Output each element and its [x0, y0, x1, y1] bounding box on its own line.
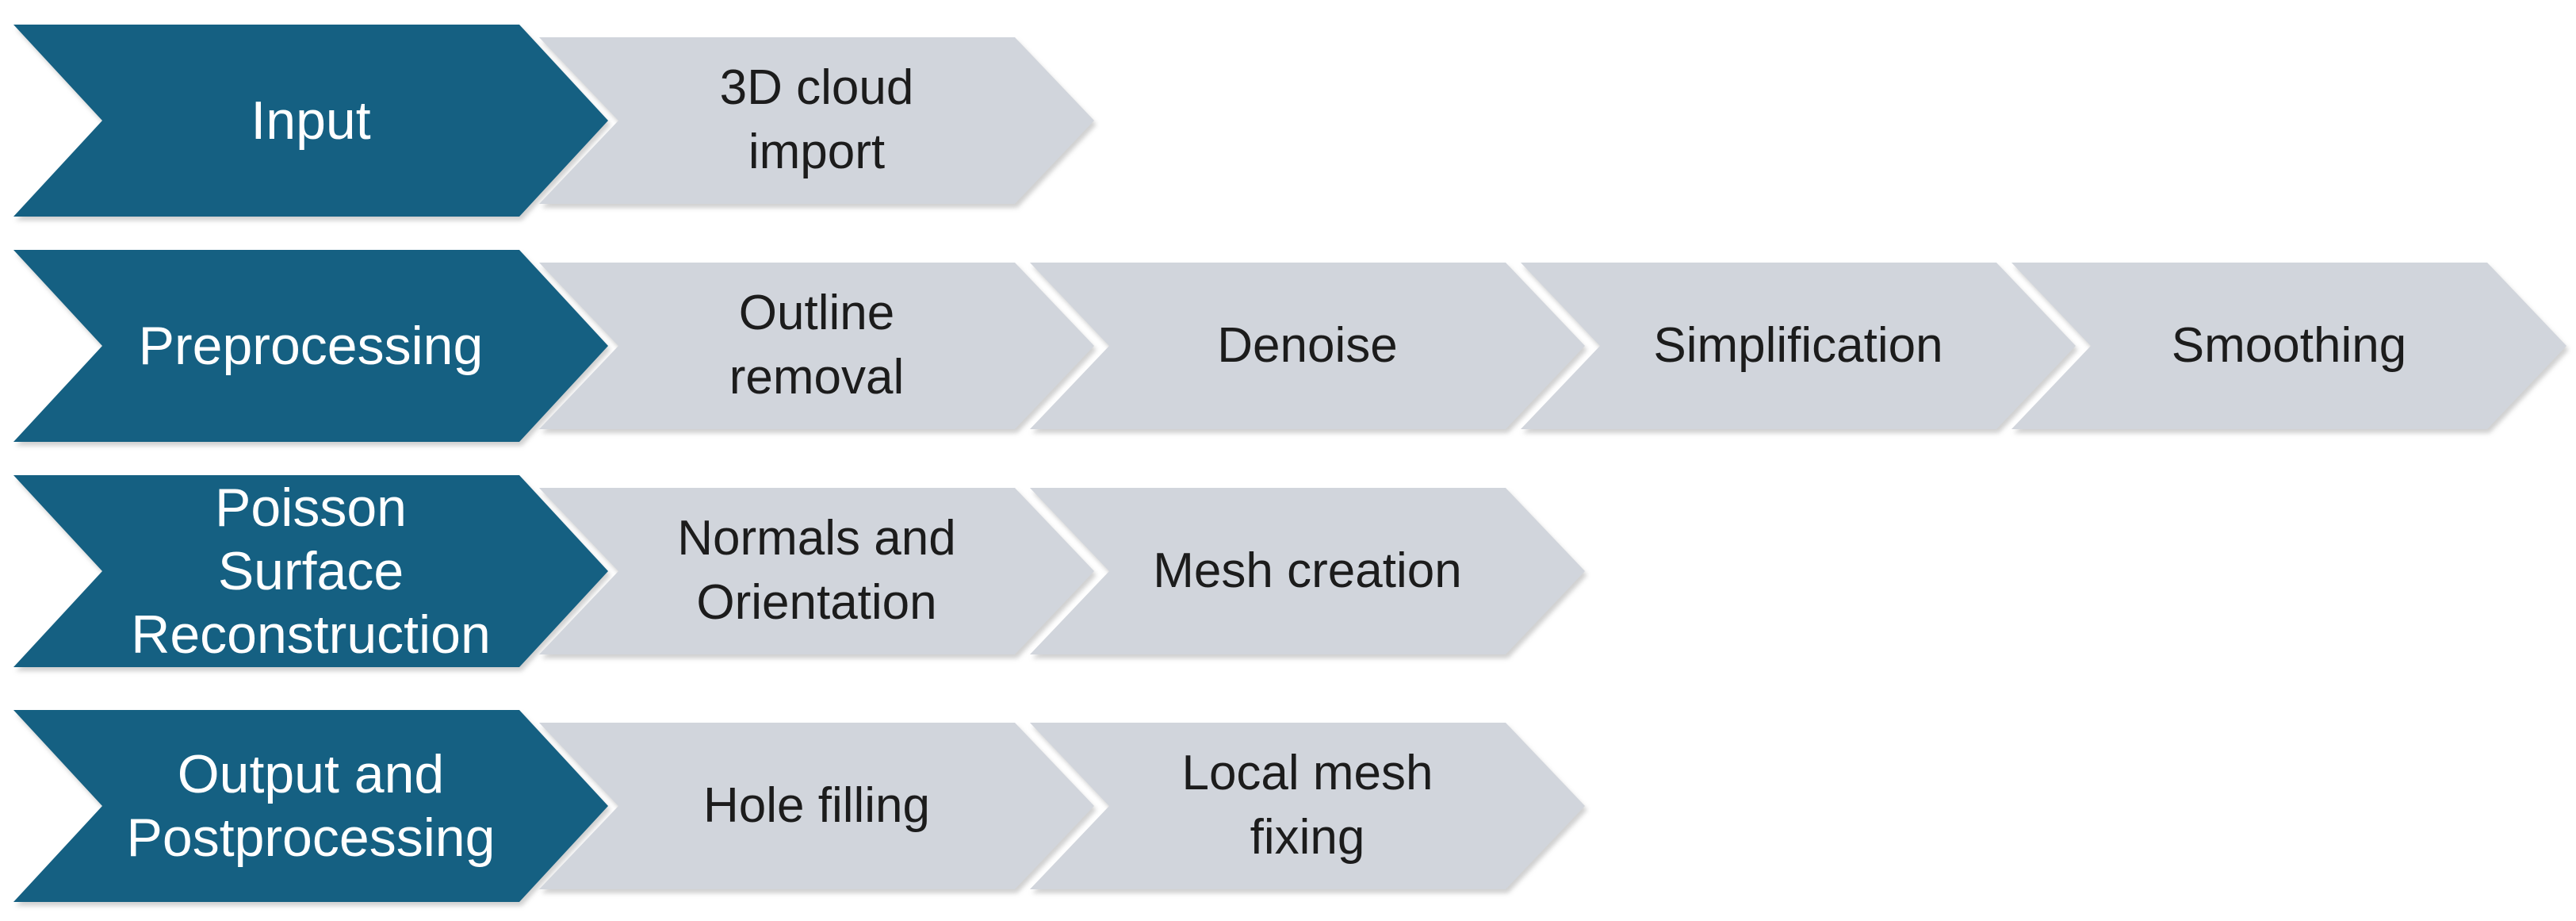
- step-label: Mesh creation: [1153, 543, 1462, 598]
- step-chevron-smoothing: Smoothing: [2011, 263, 2566, 429]
- step-label: Hole filling: [702, 777, 931, 833]
- stage-chevron-preprocessing: Preprocessing: [13, 250, 608, 442]
- step-label: Local mesh fixing: [1181, 746, 1433, 865]
- step-chevron-mesh-creation: Mesh creation: [1030, 488, 1585, 654]
- step-label: Simplification: [1653, 317, 1943, 373]
- stage-label: Output and Postprocessing: [126, 743, 496, 868]
- stage-label: Preprocessing: [138, 315, 484, 376]
- step-chevron-local-mesh-fixing: Local mesh fixing: [1030, 723, 1585, 889]
- step-chevron-hole-filling: Hole filling: [539, 723, 1094, 889]
- stage-chevron-output-and-postprocessing: Output and Postprocessing: [13, 710, 608, 902]
- step-chevron-3d-cloud-import: 3D cloud import: [539, 37, 1094, 204]
- step-label: Denoise: [1217, 317, 1398, 373]
- step-chevron-denoise: Denoise: [1030, 263, 1585, 429]
- step-label: 3D cloud import: [719, 60, 914, 179]
- stage-chevron-input: Input: [13, 25, 608, 217]
- stage-chevron-poisson-surface-reconstruction: Poisson Surface Reconstruction: [13, 475, 608, 667]
- step-chevron-normals-and-orientation: Normals and Orientation: [539, 488, 1094, 654]
- step-chevron-outline-removal: Outline removal: [539, 263, 1094, 429]
- step-label: Normals and Orientation: [677, 511, 956, 630]
- step-chevron-simplification: Simplification: [1521, 263, 2076, 429]
- step-label: Outline removal: [729, 286, 905, 405]
- stage-label: Poisson Surface Reconstruction: [131, 477, 491, 666]
- step-label: Smoothing: [2171, 317, 2407, 373]
- stage-label: Input: [251, 90, 371, 151]
